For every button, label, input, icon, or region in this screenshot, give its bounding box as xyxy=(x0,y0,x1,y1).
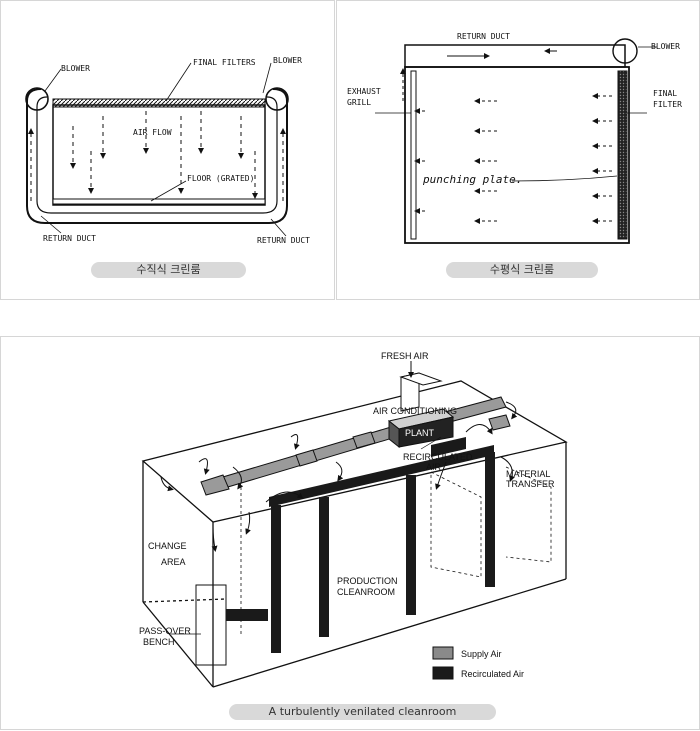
label-change-2: AREA xyxy=(161,557,186,567)
legend-label-supply: Supply Air xyxy=(461,649,502,659)
label-recirculated-1: RECIRCULATED xyxy=(403,452,473,462)
label-floor: FLOOR (GRATED) xyxy=(187,174,254,183)
horizontal-airflow-arrows xyxy=(400,68,612,224)
vertical-cleanroom-panel: BLOWER FINAL FILTERS BLOWER AIR FLOW FLO… xyxy=(0,0,335,300)
horizontal-cleanroom-sketch: RETURN DUCT BLOWER EXHAUST GRILL FINAL F… xyxy=(347,32,682,244)
final-filter-band xyxy=(617,70,628,240)
label-production-1: PRODUCTION xyxy=(337,576,398,586)
blower-right-icon xyxy=(265,87,289,111)
label-final-filter-1: FINAL xyxy=(653,89,677,98)
final-filters-band xyxy=(52,98,266,108)
label-air-flow: AIR FLOW xyxy=(133,128,172,137)
label-pass-over-1: PASS-OVER xyxy=(139,626,191,636)
label-recirculated-2: AIR xyxy=(426,462,442,472)
label-fresh-air: FRESH AIR xyxy=(381,351,429,361)
supply-air-duct xyxy=(200,396,511,496)
horizontal-cleanroom-panel: RETURN DUCT BLOWER EXHAUST GRILL FINAL F… xyxy=(336,0,700,300)
label-final-filters: FINAL FILTERS xyxy=(193,58,256,67)
legend-swatch-supply xyxy=(432,646,454,660)
vertical-cleanroom-sketch: BLOWER FINAL FILTERS BLOWER AIR FLOW FLO… xyxy=(25,56,310,245)
label-return-duct-right: RETURN DUCT xyxy=(257,236,310,245)
turbulent-cleanroom-panel: FRESH AIR AIR CONDITIONING PLANT RECIRCU… xyxy=(0,336,700,730)
exhaust-grill xyxy=(410,70,417,240)
label-blower: BLOWER xyxy=(651,42,680,51)
floor-grating xyxy=(52,198,266,205)
return-duct-top xyxy=(404,44,626,68)
legend: Supply Air Recirculated Air xyxy=(432,646,524,680)
blower-icon xyxy=(612,38,638,64)
label-change-1: CHANGE xyxy=(148,541,187,551)
label-blower-right: BLOWER xyxy=(273,56,302,65)
blower-left-icon xyxy=(25,87,49,111)
caption-turbulent: A turbulently venilated cleanroom xyxy=(229,704,496,720)
legend-label-recirculated: Recirculated Air xyxy=(461,669,524,679)
label-pass-over-2: BENCH xyxy=(143,637,175,647)
label-plant: PLANT xyxy=(405,428,435,438)
recirculated-air-ducts xyxy=(226,437,495,653)
label-punching-plate: punching plate. xyxy=(422,173,522,186)
airflow-arrows xyxy=(28,111,286,201)
label-exhaust-grill-1: EXHAUST xyxy=(347,87,381,96)
label-material-1: MATERIAL xyxy=(506,469,550,479)
caption-horizontal: 수평식 크린룸 xyxy=(446,262,598,278)
label-exhaust-grill-2: GRILL xyxy=(347,98,371,107)
caption-vertical: 수직식 크린룸 xyxy=(91,262,246,278)
legend-swatch-recirculated xyxy=(432,666,454,680)
turbulent-cleanroom-sketch: FRESH AIR AIR CONDITIONING PLANT RECIRCU… xyxy=(139,351,568,688)
label-production-2: CLEANROOM xyxy=(337,587,395,597)
label-air-conditioning: AIR CONDITIONING xyxy=(373,406,457,416)
label-return-duct: RETURN DUCT xyxy=(457,32,510,41)
label-final-filter-2: FILTER xyxy=(653,100,682,109)
airflow-arrows-turbulent xyxy=(160,401,518,552)
label-return-duct-left: RETURN DUCT xyxy=(43,234,96,243)
label-material-2: TRANSFER xyxy=(506,479,555,489)
label-blower-left: BLOWER xyxy=(61,64,90,73)
air-conditioning-plant xyxy=(387,408,455,449)
building-outline xyxy=(141,380,568,688)
